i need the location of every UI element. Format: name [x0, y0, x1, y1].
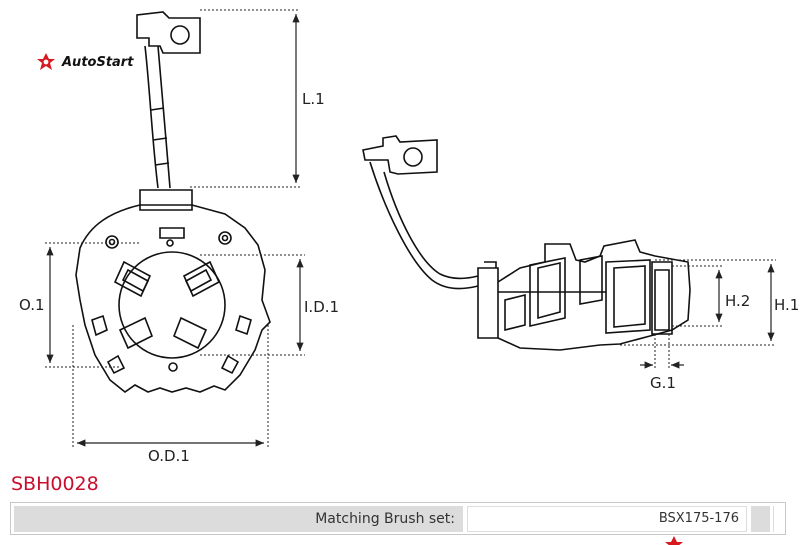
autostart-logo-text: AutoStart [61, 55, 134, 70]
matching-brush-value[interactable]: BSX175-176 [467, 506, 747, 532]
dim-label-h1: H.1 [774, 296, 799, 314]
watermark-logo-icon [665, 536, 683, 545]
dim-label-g1: G.1 [650, 374, 676, 392]
matching-brush-table: Matching Brush set: BSX175-176 [10, 502, 786, 535]
side-dimensions [620, 259, 776, 370]
side-view [362, 135, 691, 351]
table-filler-cell [751, 506, 770, 532]
dim-label-o1: O.1 [19, 296, 45, 314]
front-dimension-arrows [46, 13, 304, 447]
dim-label-h2: H.2 [725, 292, 750, 310]
product-code: SBH0028 [11, 473, 99, 495]
table-blank-cell [773, 506, 783, 532]
bottom-watermark-logo [660, 533, 800, 545]
dim-label-l1: L.1 [302, 90, 325, 108]
dim-label-id1: I.D.1 [304, 298, 339, 316]
autostart-logo: AutoStart [37, 53, 134, 70]
autostart-logo-icon [37, 53, 55, 70]
matching-brush-label: Matching Brush set: [14, 506, 463, 532]
side-dimension-arrows [640, 264, 775, 369]
dim-label-od1: O.D.1 [148, 447, 190, 465]
front-view [75, 11, 271, 393]
front-dimensions [45, 9, 305, 448]
